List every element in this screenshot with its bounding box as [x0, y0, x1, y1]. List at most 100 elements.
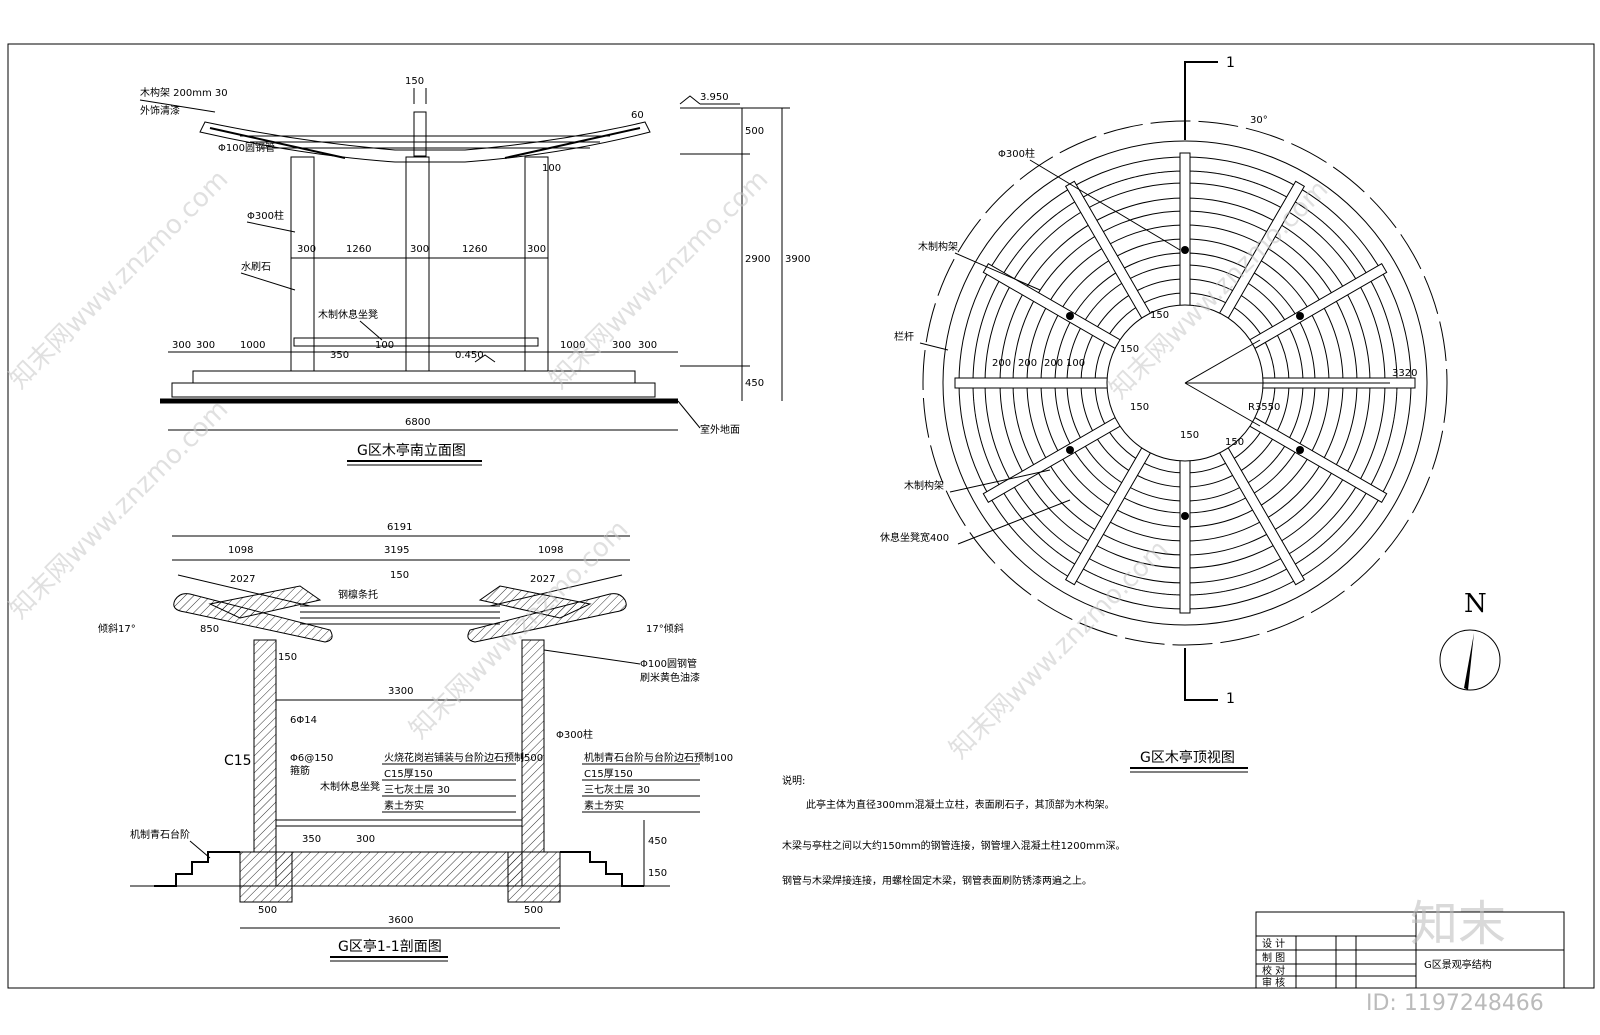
label-plan-pillar: Φ300柱 [998, 147, 1035, 160]
plan-dim-200b: 200 [1018, 358, 1037, 369]
label-stair: 机制青石台阶 [130, 828, 190, 841]
dim-6191: 6191 [387, 522, 412, 533]
plan-dim-150b: 150 [1120, 344, 1139, 355]
dim-2027-right: 2027 [530, 574, 555, 585]
plan-dim-3320: 3320 [1392, 368, 1417, 379]
plan-dim-150a: 150 [1150, 310, 1169, 321]
dim-foot-500a: 500 [258, 905, 277, 916]
label-ground: 室外地面 [700, 423, 740, 436]
dim-3600: 3600 [388, 915, 413, 926]
layers-left: 火烧花岗岩铺装与台阶边石预制500 C15厚150 三七灰土层 30 素土夯实 [382, 751, 543, 813]
dim-top-150: 150 [405, 76, 424, 87]
dim-base-350: 350 [330, 350, 349, 361]
dim-bench-100: 100 [375, 340, 394, 351]
dim-6800: 6800 [405, 417, 430, 428]
dim-top-100: 100 [542, 163, 561, 174]
dim-left-300b: 300 [196, 340, 215, 351]
dim-h300: 300 [356, 834, 375, 845]
label-wood-strip: 木构架 200mm 30 [140, 86, 228, 99]
tb-row-1: 设 计 [1262, 937, 1285, 950]
dim-300a: 300 [297, 244, 316, 255]
dim-v450: 450 [745, 378, 764, 389]
watermark-brand: 知末 [1410, 896, 1506, 952]
dim-deg: 60 [631, 110, 644, 121]
plan-dim-150d: 150 [1130, 402, 1149, 413]
plan-dim-150e: 150 [1225, 437, 1244, 448]
dim-foot-500b: 500 [524, 905, 543, 916]
dim-v500: 500 [745, 126, 764, 137]
section-mark-top: 1 [1226, 55, 1235, 71]
label-plan-beam: 木制构架 [918, 240, 958, 253]
dim-left-300: 300 [172, 340, 191, 351]
label-truss: 钢檩条托 [338, 588, 378, 601]
plan-dim-100: 100 [1066, 358, 1085, 369]
layer-left-1: 火烧花岗岩铺装与台阶边石预制500 [384, 751, 543, 764]
label-steel-pipe: Φ100圆钢管 [218, 141, 275, 154]
label-pillar: Φ300柱 [247, 209, 284, 222]
plan-dim-200a: 200 [992, 358, 1011, 369]
notes-heading: 说明: [782, 774, 805, 787]
dim-1098-left: 1098 [228, 545, 253, 556]
label-slope-left: 倾斜17° [98, 622, 136, 635]
label-stone: 水刷石 [241, 261, 271, 273]
layer-left-3: 三七灰土层 30 [384, 783, 450, 796]
label-plan-railing: 栏杆 [894, 330, 914, 343]
dim-left-1000: 1000 [240, 340, 265, 351]
section-mark-bottom: 1 [1226, 691, 1235, 707]
dim-h150: 150 [648, 868, 667, 879]
dim-1260a: 1260 [346, 244, 371, 255]
south-elevation-title: G区木亭南立面图 [357, 442, 466, 459]
dim-1260b: 1260 [462, 244, 487, 255]
north-label: N [1464, 589, 1487, 619]
tb-drawing-name: G区景观亭结构 [1424, 958, 1492, 971]
dim-3300: 3300 [388, 686, 413, 697]
tb-row-4: 审 核 [1262, 976, 1285, 989]
label-ring: 箍筋 [290, 764, 310, 777]
dim-c150: 150 [278, 652, 297, 663]
layer-right-2: C15厚150 [584, 768, 633, 780]
dim-300c: 300 [527, 244, 546, 255]
watermark-id: ID: 1197248466 [1366, 991, 1544, 1016]
dim-right-1000: 1000 [560, 340, 585, 351]
layer-right-1: 机制青石台阶与台阶边石预制100 [584, 751, 733, 764]
dim-v3900: 3900 [785, 254, 810, 265]
dim-1098-right: 1098 [538, 545, 563, 556]
dim-300b: 300 [410, 244, 429, 255]
watermark-4: 知末网www.znzmo.com [404, 514, 635, 745]
layer-right-4: 素土夯实 [584, 799, 624, 812]
layer-left-2: C15厚150 [384, 768, 433, 780]
label-pillar-sec: Φ300柱 [556, 728, 593, 741]
watermark-5: 知末网www.znzmo.com [944, 534, 1175, 765]
tb-row-2: 制 图 [1262, 951, 1285, 964]
notes-block: 说明: 此亭主体为直径300mm混凝土立柱，表面刷石子，其顶部为木构架。 木梁与… [782, 774, 1126, 887]
plan-dim-150c: 150 [1180, 430, 1199, 441]
layer-right-3: 三七灰土层 30 [584, 783, 650, 796]
drawing-frame [7, 43, 1595, 989]
watermark-1: 知末网www.znzmo.com [4, 164, 235, 395]
south-elevation: 300 1260 300 1260 300 300 300 1000 1000 … [139, 76, 810, 466]
watermark-3: 知末网www.znzmo.com [4, 394, 235, 625]
label-bench-sec: 木制休息坐凳 [320, 780, 380, 793]
label-slope-right: 17°倾斜 [646, 622, 684, 635]
section-title: G区亭1-1剖面图 [338, 938, 442, 955]
label-paint: 刷米黄色油漆 [640, 671, 700, 684]
dim-top-150-sec: 150 [390, 570, 409, 581]
label-stirrup: Φ6@150 [290, 753, 333, 764]
notes-line-1: 此亭主体为直径300mm混凝土立柱，表面刷石子，其顶部为木构架。 [806, 798, 1115, 811]
label-c15: C15 [224, 753, 252, 769]
title-block: 设 计 制 图 校 对 审 核 G区景观亭结构 [1255, 911, 1565, 989]
dim-2027-left: 2027 [230, 574, 255, 585]
label-plan-lamp: 休息坐凳宽400 [880, 531, 949, 544]
tb-row-3: 校 对 [1262, 964, 1285, 977]
elev-floor: 0.450 [455, 350, 484, 361]
dim-v2900: 2900 [745, 254, 770, 265]
notes-line-3: 钢管与木梁焊接连接，用螺栓固定木梁，钢管表面刷防锈漆两遍之上。 [782, 874, 1092, 887]
label-plan-rafter: 木制构架 [904, 479, 944, 492]
watermark-2: 知末网www.znzmo.com [544, 164, 775, 395]
angle-label: 30° [1250, 115, 1268, 126]
plan-dim-radius: R3550 [1248, 402, 1280, 413]
layers-right: 机制青石台阶与台阶边石预制100 C15厚150 三七灰土层 30 素土夯实 [582, 751, 733, 813]
plan-view: 1 1 30° Φ300柱 木制构架 栏杆 木制构架 休息坐凳宽400 150 … [880, 55, 1501, 773]
section-1-1: 6191 1098 3195 1098 2027 2027 倾斜17° 17°倾… [98, 522, 733, 962]
